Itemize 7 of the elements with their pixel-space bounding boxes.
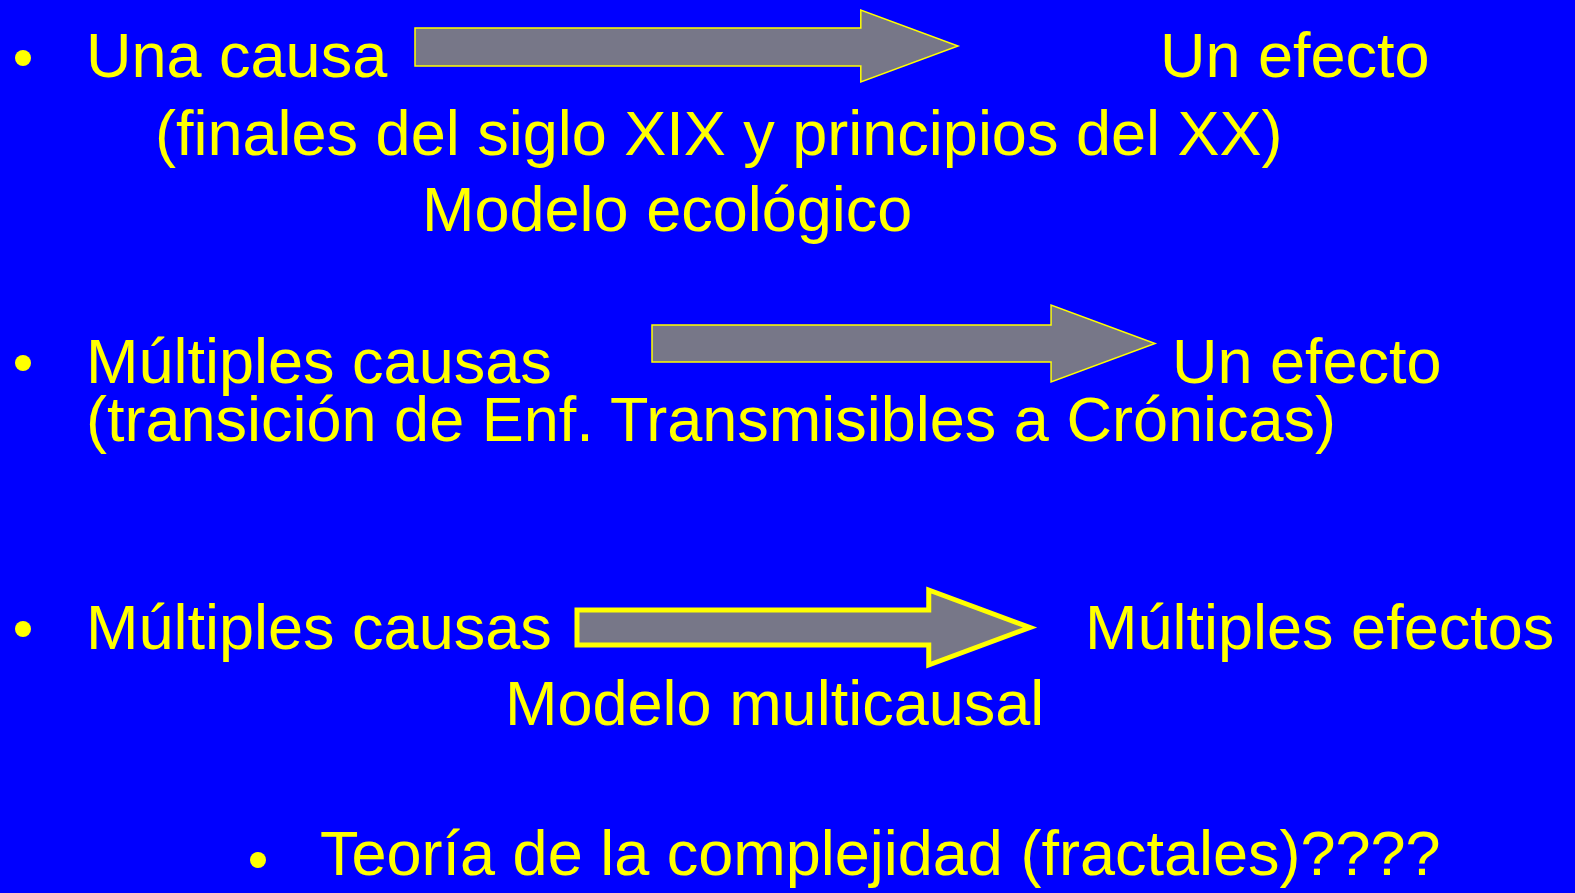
block-arrow [414,8,961,84]
block-arrow [651,303,1158,384]
node-text: Una causa [86,24,388,87]
note-text: Modelo multicausal [505,672,1045,735]
node-text: Un efecto [1160,24,1430,87]
block-arrow [574,586,1038,669]
node-text: Un efecto [1172,330,1442,393]
